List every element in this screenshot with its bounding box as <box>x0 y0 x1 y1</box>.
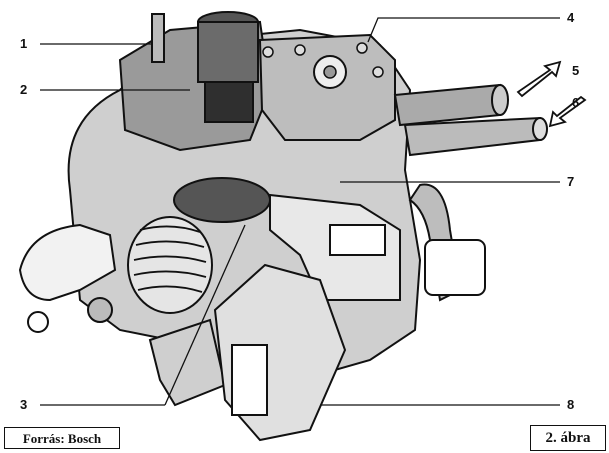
lever-nut <box>87 297 113 323</box>
figure-caption: 2. ábra <box>530 425 606 451</box>
injector-base <box>204 81 254 123</box>
leader-3b <box>164 224 246 406</box>
injector-body <box>197 21 259 83</box>
hose-clamp <box>424 239 486 296</box>
leader-lines <box>40 17 560 406</box>
leader-4 <box>367 17 560 43</box>
actuator-connector <box>329 224 386 256</box>
callout-5: 5 <box>572 63 580 78</box>
throttle-plate <box>173 177 271 223</box>
screw <box>372 66 384 78</box>
fuel-outlet-end <box>491 84 509 116</box>
spring-coils <box>133 225 207 293</box>
callout-7: 7 <box>567 174 575 189</box>
source-credit: Forrás: Bosch <box>4 427 120 449</box>
screw <box>356 42 368 54</box>
callout-6: 6 <box>572 95 580 110</box>
fuel-inlet-pipe <box>403 116 541 157</box>
potentiometer-connector <box>231 344 268 416</box>
stud-bolt <box>151 13 165 63</box>
regulator-screw <box>323 65 337 79</box>
outlet-arrow <box>516 60 562 98</box>
idle-actuator <box>148 318 227 407</box>
callout-4: 4 <box>567 10 575 25</box>
fuel-inlet-end <box>532 117 548 141</box>
lever-eye <box>27 311 49 333</box>
source-credit-text: Forrás: Bosch <box>22 430 102 446</box>
screw <box>262 46 274 58</box>
figure-caption-text: 2. ábra <box>545 429 591 446</box>
callout-3: 3 <box>20 397 28 412</box>
callout-1: 1 <box>20 36 28 51</box>
throttle-lever <box>18 223 117 302</box>
screw <box>294 44 306 56</box>
inlet-arrow <box>548 95 587 128</box>
callout-8: 8 <box>567 397 575 412</box>
callout-2: 2 <box>20 82 28 97</box>
